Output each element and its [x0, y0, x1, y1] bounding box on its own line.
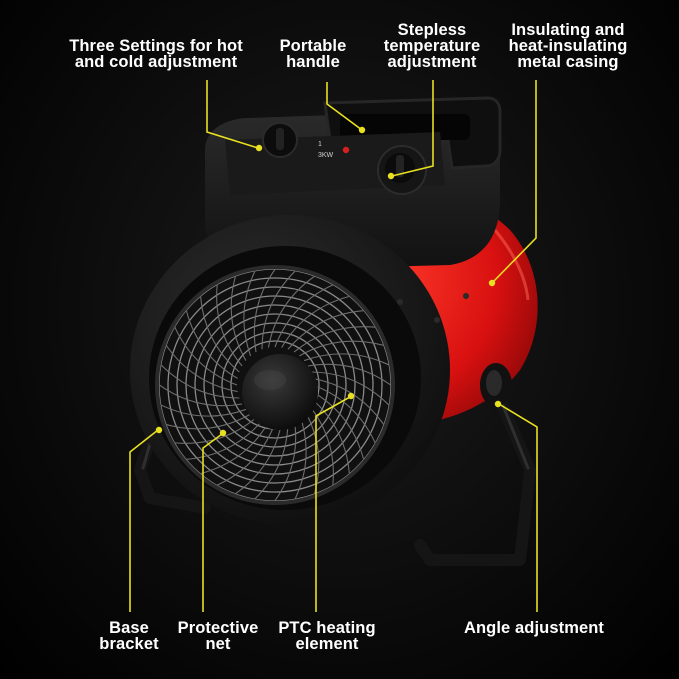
power-rating-text: 3KW — [318, 152, 334, 159]
grille-ring — [185, 295, 365, 475]
grille-spoke — [312, 384, 378, 448]
callout-handle: Portable handle — [279, 37, 347, 71]
grille-spoke — [230, 271, 247, 361]
grille-spoke — [172, 322, 238, 386]
grille-spoke — [157, 381, 243, 407]
grille-spoke — [162, 340, 238, 393]
grille-spoke — [307, 363, 393, 389]
grille-ring — [167, 277, 383, 493]
callout-thermostat: Stepless temperature adjustment — [383, 21, 481, 71]
grille-spoke — [161, 413, 251, 430]
grille-ring — [203, 313, 347, 457]
callout-ptc: PTC heating element — [278, 619, 376, 653]
callout-casing: Insulating and heat-insulating metal cas… — [508, 21, 628, 71]
grille-spoke — [292, 413, 307, 503]
grille-spoke — [199, 291, 240, 373]
grille-spoke — [253, 267, 279, 353]
callout-net: Protective net — [177, 619, 259, 653]
grille-spoke — [181, 420, 263, 461]
grille-spoke — [184, 305, 238, 379]
grille-spoke — [230, 422, 283, 498]
grille-spoke — [157, 402, 247, 417]
callout-base: Base bracket — [99, 619, 159, 653]
grille-spoke — [216, 279, 243, 367]
grille-spoke — [271, 417, 297, 503]
angle-adjustment-knob — [480, 363, 512, 407]
casing-screws — [397, 293, 469, 323]
grille-ring — [221, 331, 329, 439]
grille-spoke — [310, 371, 393, 410]
grille-ring — [194, 304, 356, 466]
fan-hub — [242, 354, 318, 430]
grille-spoke — [274, 282, 338, 348]
settings-knob — [262, 122, 298, 158]
grille-spoke — [281, 294, 355, 348]
grille-spoke — [303, 353, 393, 368]
callout-angle: Angle adjustment — [463, 619, 605, 637]
grille-spoke — [243, 267, 258, 357]
grille-spoke — [312, 377, 388, 430]
grille-spoke — [157, 360, 240, 399]
grille-spoke — [267, 272, 320, 348]
grille-ring — [212, 322, 338, 448]
grille-ring — [176, 286, 374, 484]
grille-spoke — [287, 309, 369, 350]
grille-spoke — [261, 267, 300, 350]
callout-settings: Three Settings for hot and cold adjustme… — [69, 37, 243, 71]
thermostat-knob — [377, 145, 427, 195]
grille-spoke — [299, 340, 389, 357]
grille-spoke — [293, 326, 381, 353]
grille-spoke — [250, 420, 289, 503]
setting-marking-text: 1 — [318, 141, 322, 148]
